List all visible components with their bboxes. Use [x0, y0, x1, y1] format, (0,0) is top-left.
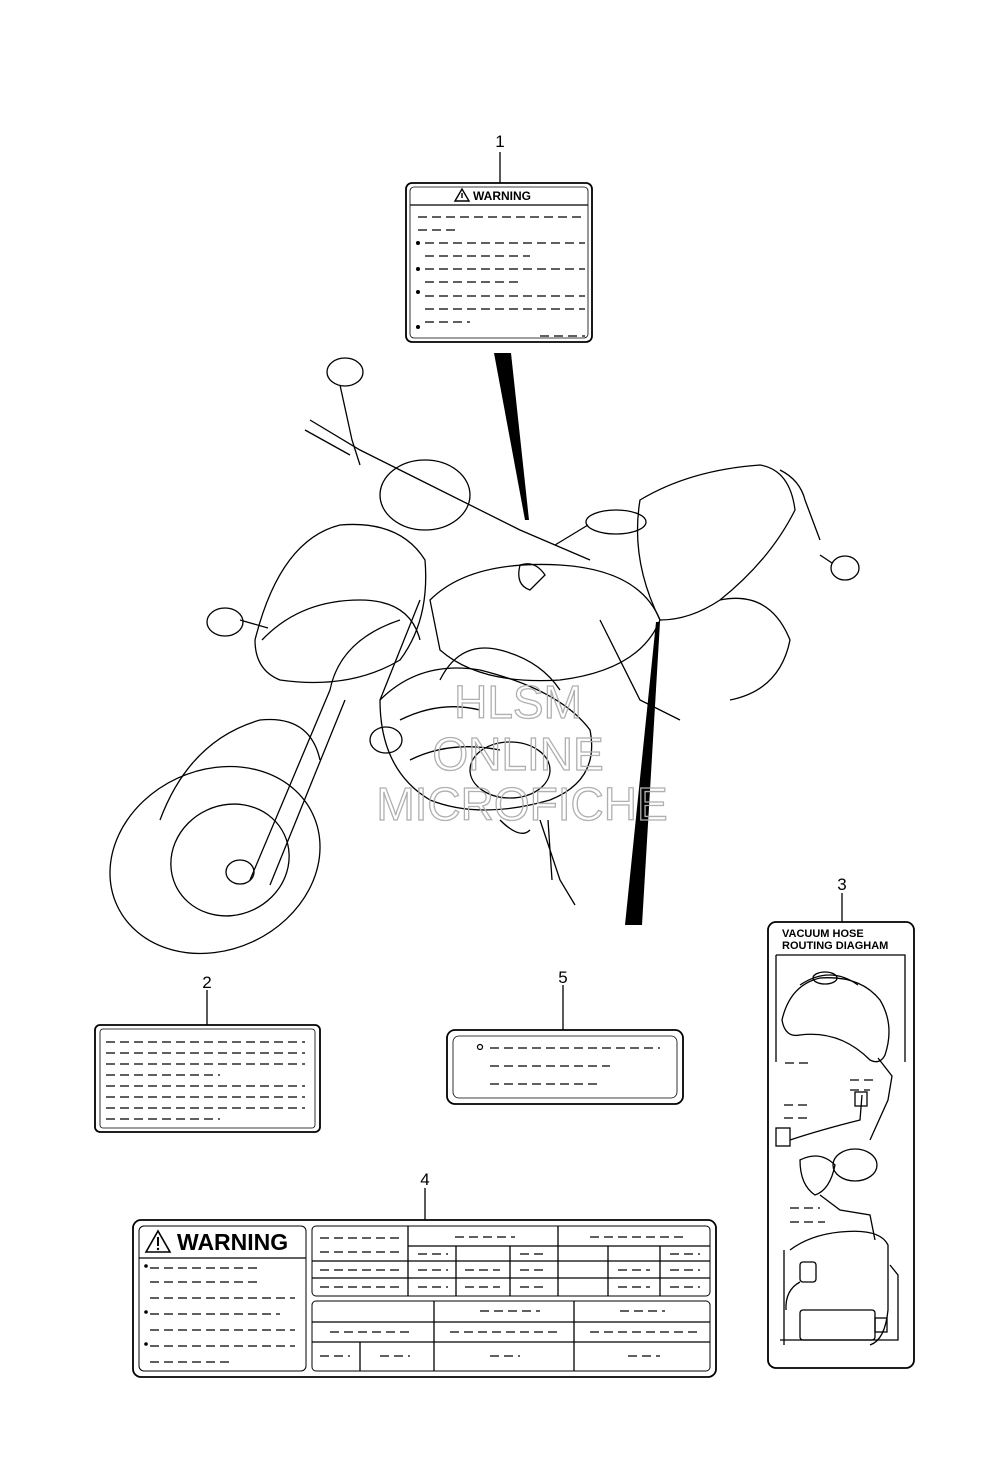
label-3-title-line1: VACUUM HOSE — [782, 928, 864, 940]
label-1-warning[interactable] — [405, 152, 593, 343]
callout-3: 3 — [837, 875, 846, 894]
leader-label-5 — [625, 622, 660, 925]
callout-1: 1 — [495, 132, 504, 151]
label-1-heading: WARNING — [473, 189, 531, 203]
callout-4: 4 — [420, 1170, 429, 1189]
label-4-warning-table[interactable] — [132, 1188, 717, 1378]
warning-triangle-icon — [144, 1229, 172, 1253]
watermark-line-3: MICROFICHE — [376, 778, 667, 830]
callout-5: 5 — [558, 968, 567, 987]
label-3-title-line2: ROUTING DIAGHAM — [782, 940, 888, 952]
watermark-line-1: HLSM — [454, 676, 582, 728]
label-4-heading: WARNING — [177, 1229, 288, 1255]
motorcycle-illustration — [109, 357, 860, 955]
label-3-vacuum-hose-routing[interactable] — [767, 893, 915, 1369]
callout-numbers: 1 2 3 4 5 — [202, 132, 846, 1189]
label-5[interactable] — [446, 985, 684, 1105]
callout-2: 2 — [202, 973, 211, 992]
leader-lines — [494, 353, 660, 925]
warning-triangle-icon — [453, 187, 471, 202]
watermark: HLSM ONLINE MICROFICHE — [376, 675, 669, 830]
label-2[interactable] — [94, 990, 321, 1133]
leader-label-1 — [494, 353, 529, 520]
watermark-line-2: ONLINE — [432, 728, 603, 780]
